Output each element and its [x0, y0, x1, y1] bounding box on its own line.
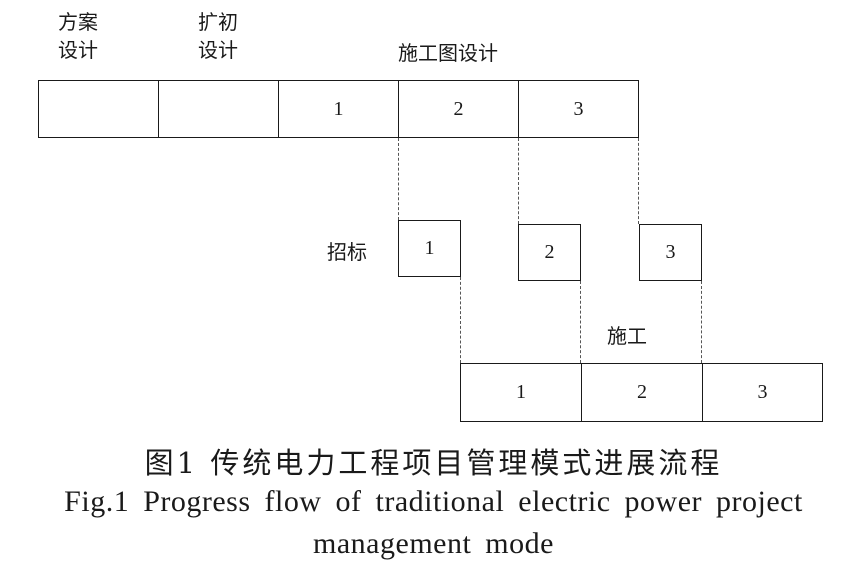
design-box-drawing-3: 3: [518, 80, 639, 138]
caption-english-line1: Fig.1 Progress flow of traditional elect…: [64, 485, 803, 518]
connector-bid2-construct2: [580, 281, 581, 363]
construction-box-1: 1: [460, 363, 582, 422]
design-box-drawing-2: 2: [398, 80, 519, 138]
label-preliminary-design: 扩初 设计: [198, 10, 238, 62]
connector-design-end-bid3: [638, 138, 639, 224]
construction-box-3: 3: [702, 363, 823, 422]
bidding-box-2: 2: [518, 224, 581, 281]
label-bidding: 招标: [327, 240, 367, 264]
label-scheme-design: 方案 设计: [58, 10, 98, 62]
bidding-box-1: 1: [398, 220, 461, 277]
bidding-box-3: 3: [639, 224, 702, 281]
design-box-drawing-1: 1: [278, 80, 399, 138]
design-box-preliminary: [158, 80, 279, 138]
connector-bid1-construct1: [460, 277, 461, 363]
caption-english-line2: management mode: [313, 527, 554, 560]
connector-bid3-construct3: [701, 281, 702, 363]
construction-box-2: 2: [581, 363, 703, 422]
label-construction: 施工: [607, 324, 647, 348]
connector-design2-bid1: [398, 138, 399, 220]
connector-design3-bid2: [518, 138, 519, 224]
caption-chinese: 图1 传统电力工程项目管理模式进展流程: [144, 446, 723, 480]
design-box-scheme: [38, 80, 159, 138]
label-construction-drawing-design: 施工图设计: [398, 41, 498, 65]
